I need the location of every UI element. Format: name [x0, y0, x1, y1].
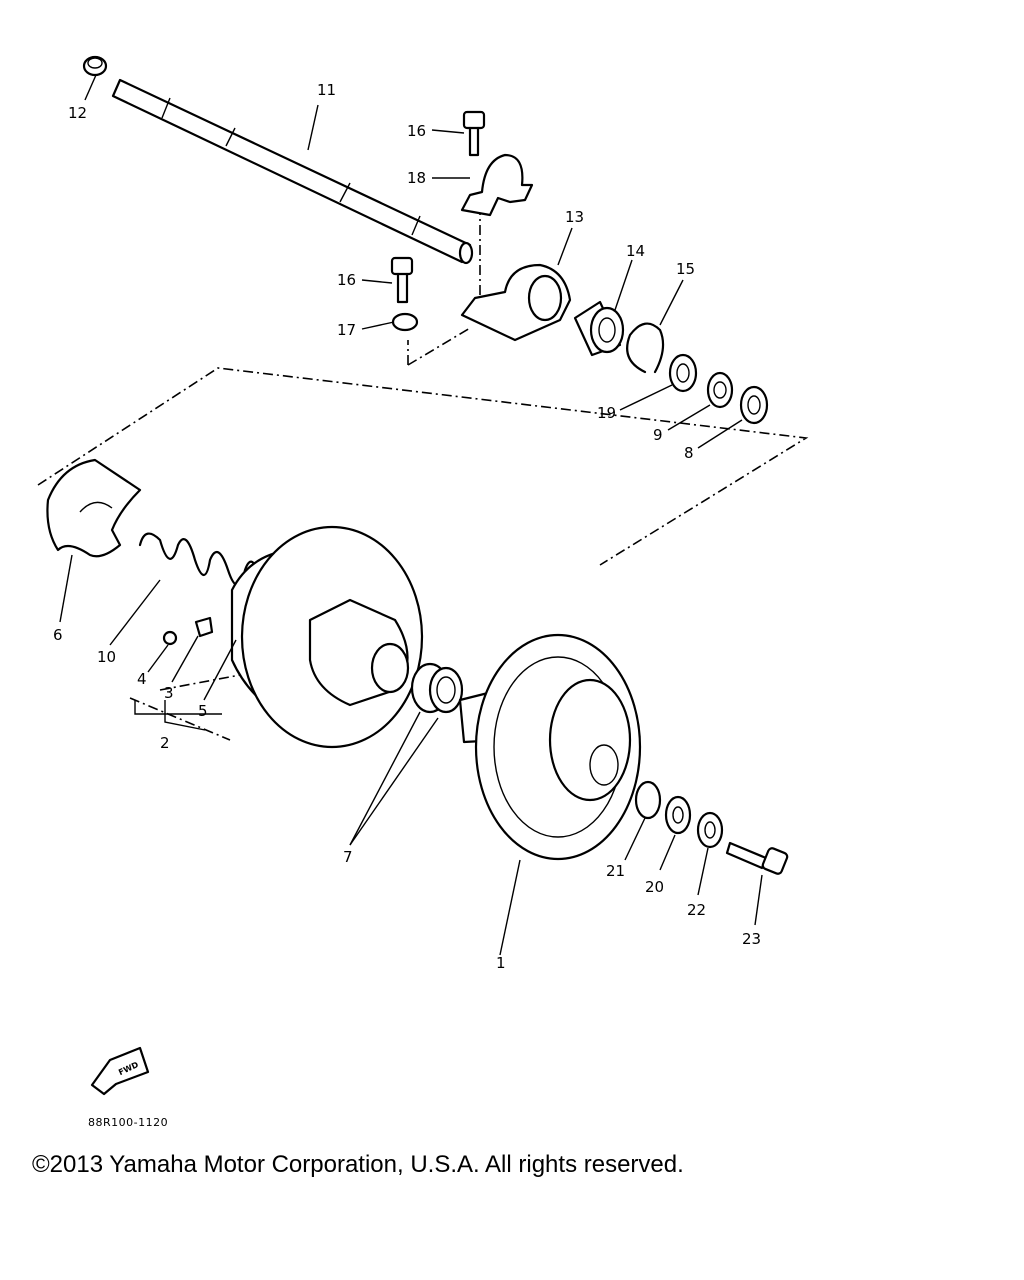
bearing [573, 300, 625, 357]
label-part-2: 2 [160, 734, 170, 752]
fixed-sheave [458, 633, 642, 861]
collar-21 [634, 780, 662, 820]
washer-9 [706, 371, 734, 409]
circlip [626, 322, 665, 374]
label-part-16-upper: 16 [407, 122, 426, 140]
label-part-3: 3 [164, 684, 174, 702]
washer-20 [664, 795, 692, 835]
label-part-15: 15 [676, 260, 695, 278]
shaft-nut [82, 55, 108, 77]
label-part-6: 6 [53, 626, 63, 644]
washer-8 [739, 385, 769, 425]
slider-3 [194, 616, 214, 638]
bearing-cap [460, 153, 534, 217]
label-part-9: 9 [653, 426, 663, 444]
label-part-18: 18 [407, 169, 426, 187]
torque-cam [46, 458, 142, 558]
washer-22 [696, 811, 724, 849]
washer-17 [391, 312, 419, 332]
label-part-17: 17 [337, 321, 356, 339]
label-part-13: 13 [565, 208, 584, 226]
label-part-19: 19 [597, 404, 616, 422]
bolt-upper [462, 110, 486, 157]
bushing-set [410, 662, 464, 714]
label-part-12: 12 [68, 104, 87, 122]
part-labels: 12 11 16 18 13 14 15 16 17 19 9 8 6 10 4… [53, 81, 761, 972]
label-part-7: 7 [343, 848, 353, 866]
label-part-5: 5 [198, 702, 208, 720]
screw-4 [162, 630, 178, 646]
label-part-22: 22 [687, 901, 706, 919]
label-part-1: 1 [496, 954, 506, 972]
copyright-notice: ©2013 Yamaha Motor Corporation, U.S.A. A… [32, 1151, 684, 1178]
label-part-10: 10 [97, 648, 116, 666]
bearing-housing [460, 263, 572, 342]
label-part-23: 23 [742, 930, 761, 948]
label-part-20: 20 [645, 878, 664, 896]
label-part-14: 14 [626, 242, 645, 260]
washer-19 [668, 353, 698, 393]
label-part-21: 21 [606, 862, 625, 880]
movable-sheave [230, 525, 424, 749]
bolt-23 [725, 841, 789, 875]
drive-shaft [111, 78, 474, 265]
diagram-code: 88R100-1120 [88, 1116, 169, 1129]
label-part-11: 11 [317, 81, 336, 99]
label-part-16-lower: 16 [337, 271, 356, 289]
assembly-outline [37, 205, 809, 741]
bolt-lower [390, 256, 414, 304]
leader-lines [59, 74, 763, 956]
label-part-4: 4 [137, 670, 147, 688]
label-part-8: 8 [684, 444, 694, 462]
front-arrow-icon: FWD [90, 1046, 150, 1096]
